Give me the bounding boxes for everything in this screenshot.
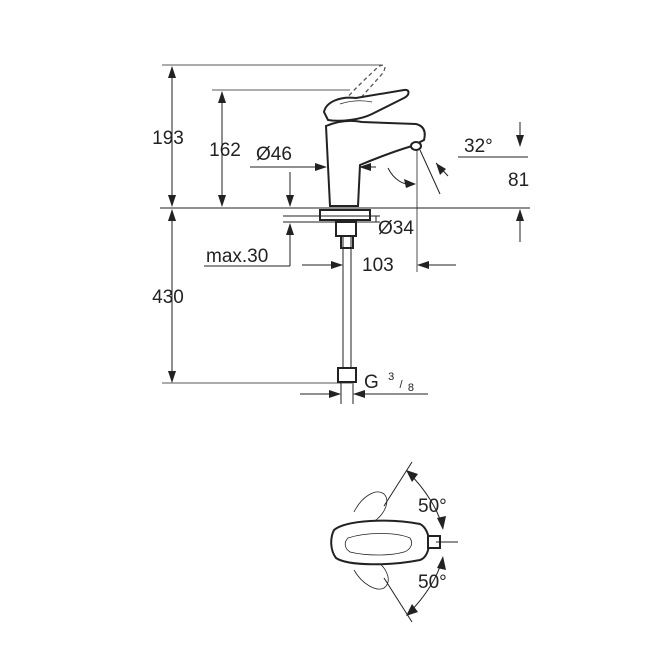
side-view: 193 162 Ø46 [152,64,530,404]
thread-g: G [364,372,379,393]
mounting-assembly [283,209,380,250]
dimension-103: 103 [302,150,456,276]
dimension-d34: Ø34 [375,216,414,239]
dim-total-height: 193 [152,128,184,149]
faucet-body [324,119,426,207]
dim-spout-reach: 103 [362,255,394,276]
lever-right-position [353,551,389,590]
dimension-32deg: 32° [387,136,528,195]
supply-hose [337,250,357,404]
dimension-430: 430 [152,209,352,384]
aerator [410,141,422,151]
dim-body-diameter: Ø46 [256,144,292,165]
dimension-81: 81 [508,122,529,242]
dim-lever-back: 50° [418,496,447,517]
top-body [330,519,430,566]
dim-spout-height: 162 [209,140,241,161]
thread-denominator: 8 [408,382,414,394]
dim-installation-depth: 430 [152,287,184,308]
dim-outlet-height: 81 [508,170,529,191]
lever [322,88,410,122]
top-view: 50° 50° [330,461,458,623]
lever-left-position [353,491,388,531]
dimension-thread: G 3 / 8 [300,364,428,398]
thread-numerator: 3 [388,371,394,383]
dimension-162: 162 [209,91,241,207]
dimension-d46: Ø46 [250,144,376,171]
dim-max-deck: max.30 [206,246,268,267]
dim-hole-diameter: Ø34 [378,218,414,239]
lever-raised-dashed [335,64,386,117]
dim-lever-front: 50° [418,572,447,593]
dimension-max30: max.30 [204,223,294,267]
dim-spout-angle: 32° [464,136,493,157]
svg-text:G 3 /: G 3 / 8 [364,364,414,394]
thread-slash: / [399,379,403,391]
dimension-193: 193 [152,66,184,207]
